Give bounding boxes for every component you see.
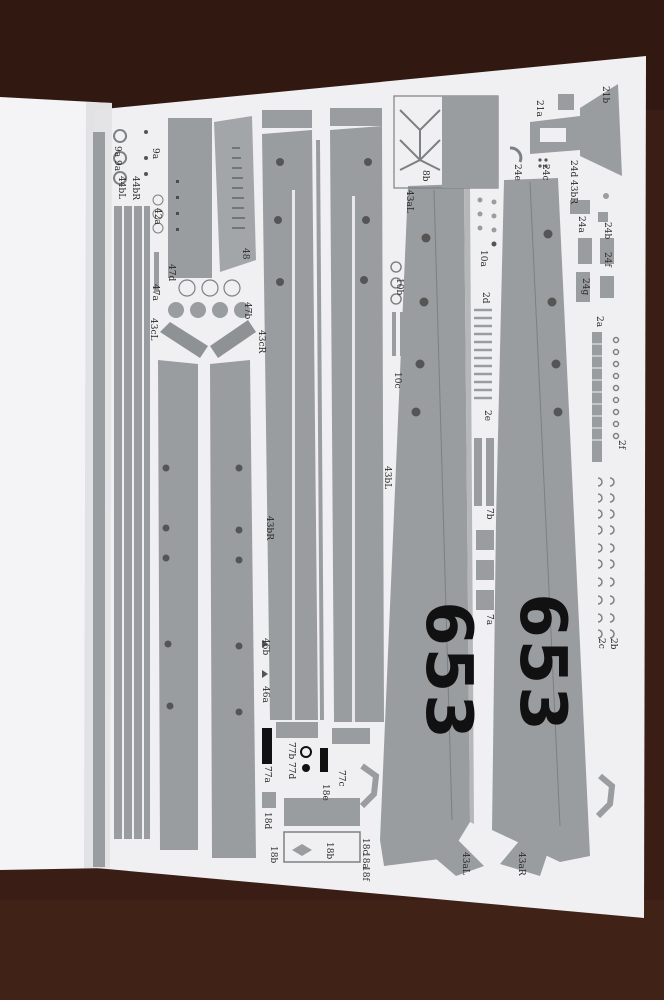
- label-18b: 18b: [268, 846, 278, 864]
- label-48: 48: [240, 248, 250, 260]
- label-10c: 10c: [392, 372, 402, 389]
- deck-strips: [262, 108, 384, 722]
- label-44bL: 44bL: [116, 176, 126, 200]
- label-77c: 77c: [336, 770, 346, 787]
- part-2d-rungs: [474, 308, 492, 400]
- label-7a: 7a: [484, 614, 494, 626]
- label-77d: 77d: [286, 762, 296, 780]
- label-18d: 18d: [262, 812, 272, 830]
- label-43cL: 43cL: [148, 318, 158, 341]
- label-24g: 24g: [580, 278, 590, 296]
- part-2b-rings: [597, 336, 620, 639]
- label-47d: 47d: [166, 264, 176, 282]
- label-43bR-2: 43bR: [568, 180, 578, 204]
- label-21a: 21a: [534, 100, 544, 117]
- label-9a-2: 9a: [112, 160, 122, 172]
- part-43cR: [210, 320, 256, 358]
- part-48: [168, 118, 212, 278]
- label-2b: 2b: [608, 638, 618, 650]
- label-43aL-2: 43aL: [460, 852, 470, 875]
- label-9a-3: 9a: [150, 148, 160, 160]
- label-46b: 46b: [260, 638, 270, 656]
- label-2d: 2d: [480, 292, 490, 304]
- label-46a: 46a: [260, 686, 270, 703]
- label-47b: 47b: [242, 302, 252, 320]
- label-18f: 18f: [360, 866, 370, 881]
- long-strips: [93, 132, 159, 867]
- label-10a: 10a: [478, 250, 488, 267]
- label-43bL: 43bL: [382, 466, 392, 490]
- small-circle-parts: [113, 129, 164, 234]
- part-47-discs: [168, 279, 250, 318]
- part-lower-left-panel: [158, 360, 198, 850]
- label-43aL: 43aL: [404, 190, 414, 213]
- label-9a-1: 9a: [112, 146, 122, 158]
- label-24a: 24a: [576, 216, 586, 233]
- hull-number-left: 653: [411, 601, 485, 741]
- label-43bR: 43bR: [264, 516, 274, 540]
- label-8b: 8b: [420, 170, 430, 182]
- hull-side-right: [492, 178, 590, 862]
- label-2f: 2f: [616, 440, 626, 450]
- label-18e: 18e: [320, 784, 330, 801]
- label-18b-2: 18b: [324, 842, 334, 860]
- left-page: [0, 97, 112, 870]
- label-2e: 2e: [482, 410, 492, 422]
- label-7b: 7b: [484, 508, 494, 520]
- label-21b: 21b: [600, 86, 610, 104]
- label-77a: 77a: [262, 766, 272, 783]
- hull-number-right: 653: [505, 593, 579, 733]
- label-24d: 24d: [568, 160, 578, 178]
- label-24f: 24f: [602, 252, 612, 267]
- label-43cR: 43cR: [256, 330, 266, 354]
- label-44bR: 44bR: [130, 176, 140, 200]
- label-42a: 42a: [152, 208, 162, 225]
- label-2a: 2a: [594, 316, 604, 328]
- part-43cL: [160, 322, 208, 358]
- part-lower-right-panel: [210, 360, 256, 858]
- label-24e: 24e: [512, 164, 522, 181]
- label-24b: 24b: [602, 222, 612, 240]
- label-47a: 47a: [150, 284, 160, 301]
- label-43aR: 43aR: [516, 852, 526, 876]
- label-10b: 10b: [394, 278, 404, 296]
- label-24c: 24c: [540, 164, 550, 181]
- label-77b: 77b: [286, 742, 296, 760]
- label-2c: 2c: [596, 638, 606, 649]
